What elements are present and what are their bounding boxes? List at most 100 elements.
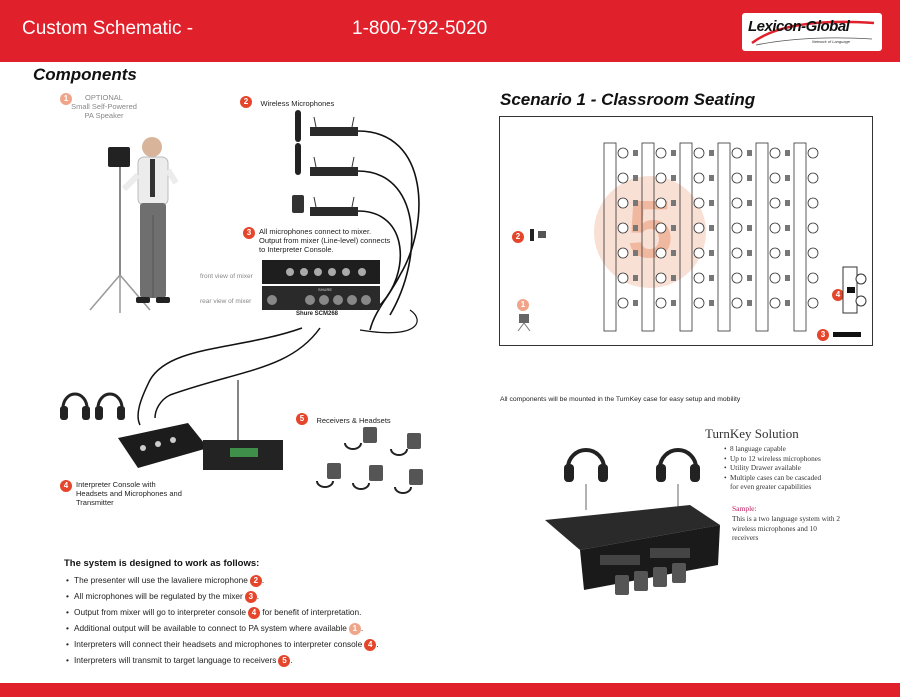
receiver-icon (747, 175, 752, 181)
receiver-icon (785, 150, 790, 156)
header-bar: Custom Schematic - 1-800-792-5020 Lexico… (0, 0, 900, 62)
receiver-icon (633, 300, 638, 306)
seat-chair (655, 272, 667, 284)
seat-chair (617, 222, 629, 234)
receiver-icon (709, 275, 714, 281)
case-icon (545, 505, 720, 550)
seat-chair (769, 172, 781, 184)
seat-chair (693, 172, 705, 184)
wireless-mics-illustration (292, 110, 420, 331)
turnkey-feature: for even greater capabilities (730, 482, 812, 491)
receiver-icon (671, 275, 676, 281)
item4-line3: Transmitter (76, 498, 114, 507)
seat-chair (807, 147, 819, 159)
seat-chair (769, 247, 781, 259)
receiver-icon (785, 250, 790, 256)
item4-label: 4 Interpreter Console with Headsets and … (60, 480, 182, 507)
receiver-icon (671, 225, 676, 231)
mic-receiver-icon (310, 207, 358, 216)
seat-chair (769, 297, 781, 309)
marker-3: 3 (817, 329, 829, 341)
seat-chair (731, 247, 743, 259)
mixer-front-label: front view of mixer (200, 273, 253, 280)
marker-4: 4 (832, 289, 844, 301)
receiver-icon (747, 225, 752, 231)
seat-chair (807, 272, 819, 284)
receiver-icon (747, 150, 752, 156)
headset-icon (61, 392, 89, 409)
seat-chair (731, 297, 743, 309)
classroom-seating-diagram: 5 2 1 3 4 (499, 116, 873, 346)
console-icon (118, 423, 208, 468)
company-logo[interactable]: Lexicon-Global Network of Language (742, 13, 882, 51)
system-description: The system is designed to work as follow… (64, 558, 484, 668)
receiver-icon (709, 225, 714, 231)
receiver-icon (785, 300, 790, 306)
item4-line1: Interpreter Console with (76, 480, 156, 489)
receiver-icon (785, 225, 790, 231)
receiver-icon (785, 275, 790, 281)
system-step: Output from mixer will go to interpreter… (64, 604, 484, 620)
seat-chair (617, 147, 629, 159)
bodypack-icon (292, 195, 304, 213)
seating-table (603, 142, 617, 332)
item3-line3: to Interpreter Console. (259, 245, 334, 254)
item1-line1: OPTIONAL (85, 93, 123, 102)
mixer-icon (833, 332, 861, 337)
headset-icon (96, 392, 124, 409)
receiver-icon (671, 175, 676, 181)
seat-chair (731, 272, 743, 284)
seat-chair (807, 247, 819, 259)
receiver-icon (785, 175, 790, 181)
receiver-icon (709, 300, 714, 306)
receiver-icon (709, 175, 714, 181)
seat-chair (693, 272, 705, 284)
seat-chair (655, 222, 667, 234)
receiver-icon (671, 150, 676, 156)
seat-chair (731, 222, 743, 234)
components-heading: Components (33, 65, 137, 84)
item4-badge: 4 (60, 480, 72, 492)
seat-chair (655, 172, 667, 184)
receiver-icon (633, 150, 638, 156)
turnkey-feature: •Utility Drawer available (724, 463, 801, 472)
mixer-front (262, 260, 380, 284)
receivers-illustration (316, 427, 423, 494)
sample-text: This is a two language system with 2 wir… (732, 514, 841, 542)
phone-number[interactable]: 1-800-792-5020 (352, 18, 488, 39)
item2-label: 2 Wireless Microphones (240, 93, 334, 111)
system-step: Additional output will be available to c… (64, 620, 484, 636)
seat-chair (655, 247, 667, 259)
mount-note: All components will be mounted in the Tu… (500, 396, 741, 403)
seating-table (793, 142, 807, 332)
marker-2-device-icon (530, 229, 546, 241)
seating-table (679, 142, 693, 332)
mixer-rear: SHURE (262, 286, 380, 310)
item3-badge: 3 (243, 227, 255, 239)
mic-receiver-icon (310, 127, 358, 136)
item1-badge: 1 (60, 93, 72, 105)
seat-chair (655, 147, 667, 159)
item1-line2: Small Self-Powered (71, 102, 137, 111)
receiver-icon (785, 200, 790, 206)
receiver-icon (671, 250, 676, 256)
turnkey-feature-list: •8 language capable •Up to 12 wireless m… (724, 444, 821, 492)
item5-text: Receivers & Headsets (316, 416, 391, 425)
mixer-rear-label: rear view of mixer (200, 298, 252, 305)
step-badge: 3 (244, 590, 257, 603)
interpreter-console-illustration (60, 380, 283, 470)
seat-chair (807, 297, 819, 309)
seat-chair (693, 297, 705, 309)
receiver-icon (709, 250, 714, 256)
receiver-icon (747, 300, 752, 306)
seat-chair (655, 297, 667, 309)
system-steps-list: The presenter will use the lavaliere mic… (64, 572, 484, 668)
pa-speaker-icon (108, 147, 130, 167)
turnkey-title: TurnKey Solution (705, 426, 799, 441)
step-badge: 1 (348, 622, 361, 635)
logo-swoosh-icon (751, 20, 875, 46)
seat-chair (693, 147, 705, 159)
console-cables (137, 309, 418, 426)
system-step: Interpreters will connect their headsets… (64, 636, 484, 652)
turnkey-feature: •Up to 12 wireless microphones (724, 453, 821, 463)
